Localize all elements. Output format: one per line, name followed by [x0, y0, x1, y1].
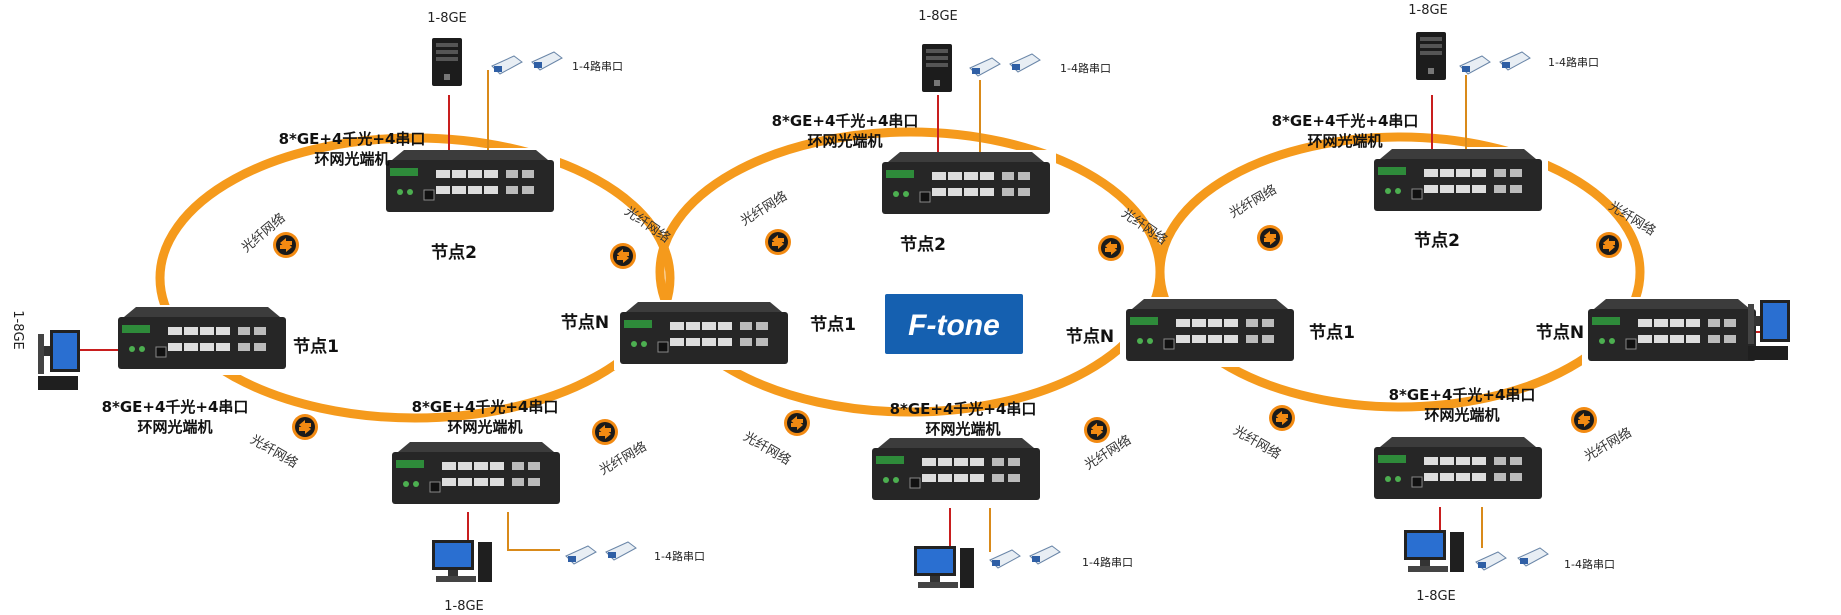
fiber-label: 光纤网络 [1118, 205, 1170, 248]
switch-device-icon [619, 301, 789, 365]
device-model-label: 8*GE+4千光+4串口 [772, 112, 919, 130]
ge-label: 1-8GE [918, 9, 958, 24]
serial-converter-icon [989, 545, 1061, 569]
device-model-label: 8*GE+4千光+4串口 [102, 398, 249, 416]
serial-label: 1-4路串口 [654, 550, 705, 563]
serial-converter-icon [1475, 547, 1549, 571]
fiber-label: 光纤网络 [738, 188, 791, 229]
ring-right [1155, 132, 1645, 412]
serial-label: 1-4路串口 [1548, 56, 1599, 69]
ge-label: 1-8GE [10, 310, 25, 350]
server-icon [922, 44, 952, 92]
node-label: 节点2 [1414, 230, 1460, 251]
device-model-label: 环网光端机 [925, 420, 1000, 438]
serial-label: 1-4路串口 [572, 60, 623, 73]
fiber-rings [155, 127, 1645, 423]
node-label: 节点N [1066, 326, 1114, 347]
fiber-label: 光纤网络 [1226, 182, 1279, 222]
node-label: 节点2 [900, 234, 946, 255]
fiber-label: 光纤网络 [621, 203, 673, 246]
node-label: 节点2 [431, 242, 477, 263]
node-label: 节点1 [810, 314, 856, 335]
computer-icon [432, 540, 492, 582]
switch-device-icon [871, 437, 1041, 501]
device-model-label: 8*GE+4千光+4串口 [279, 130, 426, 148]
device-model-label: 环网光端机 [447, 418, 522, 436]
switch-device-icon [1587, 298, 1757, 362]
switch-device-icon [1373, 148, 1543, 212]
device-model-label: 环网光端机 [1307, 132, 1382, 150]
node-label: 节点1 [1309, 322, 1355, 343]
device-model-label: 环网光端机 [1424, 406, 1499, 424]
node-label: 节点N [1536, 322, 1584, 343]
ge-label: 1-8GE [1408, 3, 1448, 18]
computer-icon [1404, 530, 1464, 572]
server-icon [432, 38, 462, 86]
brand-logo: F-tone [885, 294, 1023, 354]
ring-left [155, 133, 675, 423]
node-label: 节点N [561, 312, 609, 333]
serial-converter-icon [565, 541, 637, 565]
device-model-label: 8*GE+4千光+4串口 [1389, 386, 1536, 404]
switch-device-icon [385, 149, 555, 213]
device-model-label: 8*GE+4千光+4串口 [1272, 112, 1419, 130]
switch-device-icon [881, 151, 1051, 215]
serial-label: 1-4路串口 [1060, 62, 1111, 75]
ge-label: 1-8GE [444, 599, 484, 614]
device-model-label: 环网光端机 [137, 418, 212, 436]
device-model-label: 8*GE+4千光+4串口 [412, 398, 559, 416]
device-model-label: 8*GE+4千光+4串口 [890, 400, 1037, 418]
switch-device-icon [1373, 436, 1543, 500]
serial-converter-icon [1459, 51, 1531, 75]
serial-converter-icon [969, 53, 1041, 77]
computer-icon [38, 330, 80, 390]
computer-icon [914, 546, 974, 588]
switch-device-icon [117, 306, 287, 370]
server-icon [1416, 32, 1446, 80]
fiber-label: 光纤网络 [247, 432, 300, 472]
serial-label: 1-4路串口 [1082, 556, 1133, 569]
device-model-label: 环网光端机 [807, 132, 882, 150]
brand-logo-text: F-tone [908, 309, 1000, 342]
serial-label: 1-4路串口 [1564, 558, 1615, 571]
ge-label: 1-8GE [427, 11, 467, 26]
node-label: 节点1 [293, 336, 339, 357]
ge-label: 1-8GE [1416, 589, 1456, 604]
switch-device-icon [1125, 298, 1295, 362]
serial-converter-icon [491, 51, 563, 75]
device-model-label: 环网光端机 [314, 150, 389, 168]
fiber-label: 光纤网络 [740, 429, 793, 469]
switch-device-icon [391, 441, 561, 505]
